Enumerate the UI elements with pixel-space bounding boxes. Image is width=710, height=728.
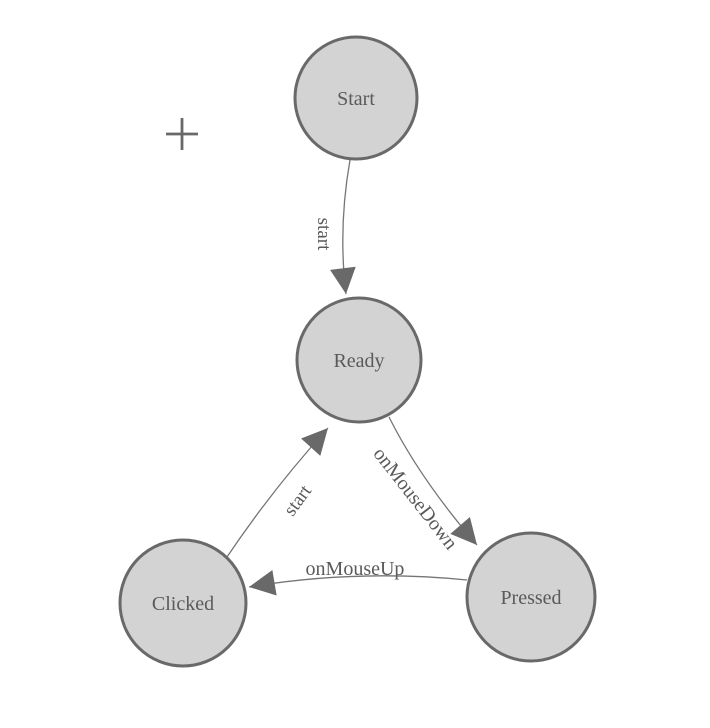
node-clicked-circle[interactable] [118, 538, 248, 668]
node-ready[interactable]: Ready [295, 296, 423, 424]
node-start-circle[interactable] [293, 35, 419, 161]
edge-ready-to-pressed[interactable]: onMouseDown [369, 416, 478, 554]
edge-path-pressed-to-clicked[interactable] [248, 570, 468, 596]
edge-label-start-diagonal: start [280, 481, 317, 520]
edge-label-start-vertical: start [313, 218, 334, 251]
edge-start-to-ready[interactable]: start [313, 159, 356, 295]
node-clicked[interactable]: Clicked [118, 538, 248, 668]
edge-path-clicked-to-ready[interactable] [226, 427, 329, 558]
edge-path-start-to-ready[interactable] [330, 159, 356, 295]
edge-label-onmousedown: onMouseDown [369, 443, 462, 554]
node-pressed-label: Pressed [500, 587, 561, 609]
edge-pressed-to-clicked[interactable]: onMouseUp [248, 558, 468, 596]
edge-clicked-to-ready[interactable]: start [226, 427, 329, 558]
node-clicked-label: Clicked [152, 593, 214, 615]
node-pressed[interactable]: Pressed [465, 531, 597, 663]
crosshair-cursor-icon [166, 118, 198, 150]
node-pressed-circle[interactable] [465, 531, 597, 663]
node-ready-circle[interactable] [295, 296, 423, 424]
node-start-label: Start [337, 88, 375, 110]
edge-label-onmouseup: onMouseUp [306, 558, 405, 580]
edge-path-ready-to-pressed[interactable] [388, 416, 478, 546]
node-ready-label: Ready [333, 350, 384, 372]
node-start[interactable]: Start [293, 35, 419, 161]
